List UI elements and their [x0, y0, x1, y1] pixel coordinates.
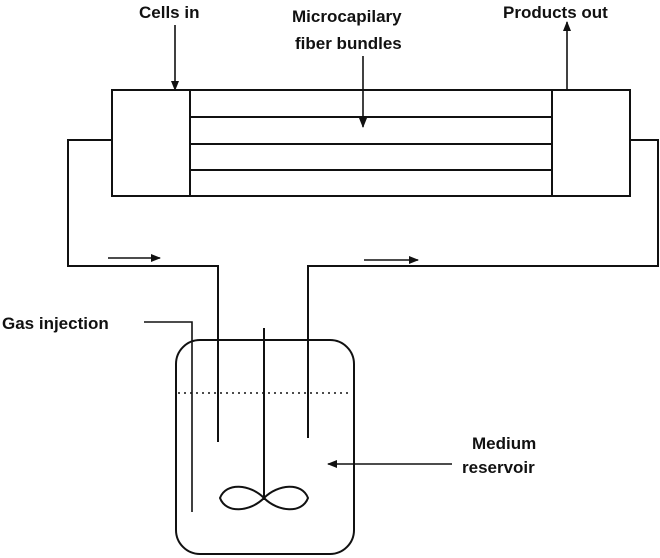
- label-medium-line1: Medium: [472, 434, 536, 453]
- right-return-tube: [307, 139, 659, 438]
- label-gas-injection: Gas injection: [2, 314, 109, 333]
- stirrer-impeller: [218, 485, 310, 511]
- cartridge-outline: [111, 89, 631, 197]
- label-cells-in: Cells in: [139, 3, 199, 22]
- label-fiber-bundles-line2: fiber bundles: [295, 34, 402, 53]
- medium-reservoir: [175, 328, 355, 555]
- label-products-out: Products out: [503, 3, 608, 22]
- gas-injection-line: [144, 321, 193, 512]
- fiber-cartridge: [111, 89, 631, 197]
- label-medium-line2: reservoir: [462, 458, 535, 477]
- circulation-loop: [67, 139, 659, 442]
- label-fiber-bundles-line1: Microcapilary: [292, 7, 402, 26]
- left-return-tube: [67, 139, 219, 442]
